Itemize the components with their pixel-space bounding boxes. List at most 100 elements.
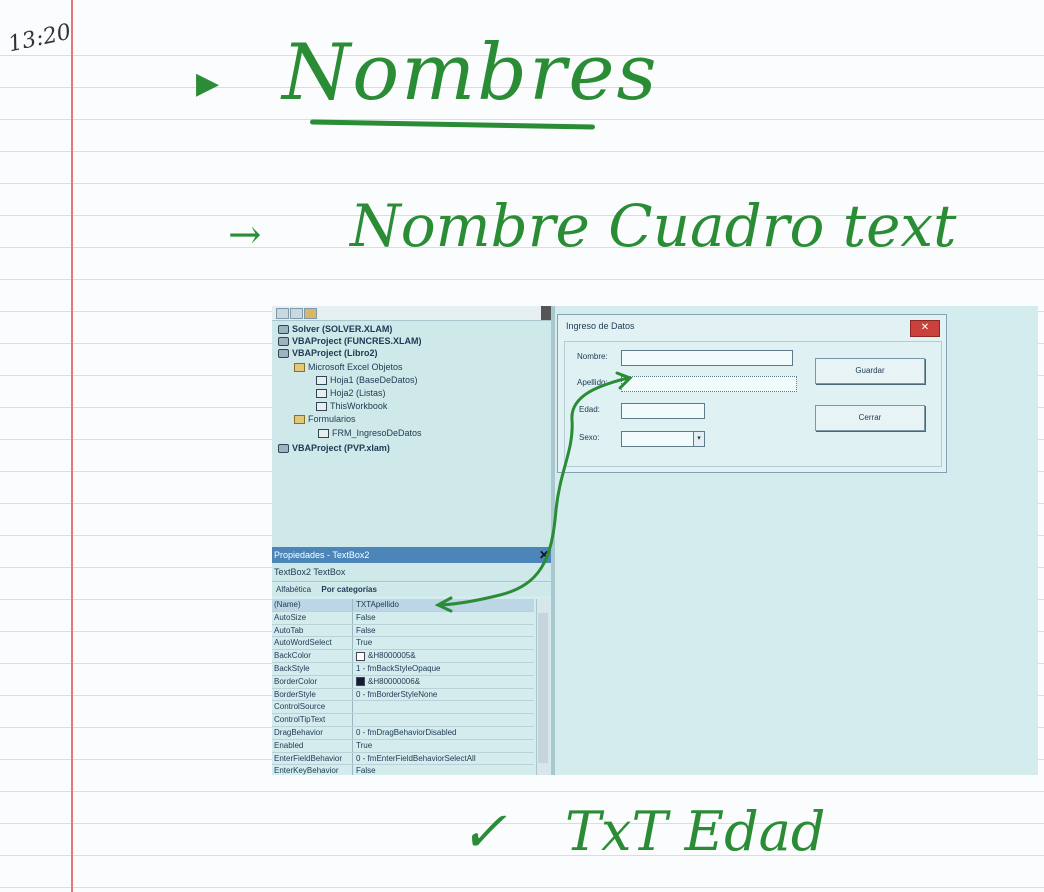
vba-icon [278, 325, 289, 335]
property-row[interactable]: ControlTipText [272, 714, 534, 727]
property-name: AutoSize [274, 612, 307, 622]
sheet-icon [316, 389, 327, 399]
tree-item[interactable]: ThisWorkbook [316, 401, 388, 412]
properties-tabs: Alfabética Por categorías [272, 583, 551, 596]
property-value: False [356, 612, 376, 622]
toggle-folders-icon[interactable] [304, 308, 317, 319]
property-name: DragBehavior [274, 727, 323, 737]
close-icon[interactable]: ✕ [538, 548, 549, 562]
tree-item[interactable]: Hoja1 (BaseDeDatos) [316, 375, 418, 386]
tab-categorized[interactable]: Por categorías [321, 585, 377, 594]
property-name: BorderStyle [274, 689, 316, 699]
guardar-button[interactable]: Guardar [815, 358, 925, 384]
scroll-thumb[interactable] [538, 613, 548, 763]
nombre-label: Nombre: [577, 352, 608, 361]
pane-divider[interactable] [551, 306, 555, 775]
properties-title: Propiedades - TextBox2 [274, 550, 370, 560]
property-name: EnterKeyBehavior [274, 766, 339, 775]
property-row[interactable]: BorderStyle 0 - fmBorderStyleNone [272, 688, 534, 702]
tree-item[interactable]: VBAProject (FUNCRES.XLAM) [278, 336, 422, 347]
property-row[interactable]: (Name)TXTApellido [272, 599, 534, 612]
property-name: ControlTipText [274, 715, 326, 725]
property-name: (Name) [274, 600, 301, 609]
tree-item[interactable]: Solver (SOLVER.XLAM) [278, 324, 393, 335]
apellido-textbox[interactable] [621, 376, 797, 392]
edad-textbox[interactable] [621, 403, 705, 419]
property-row[interactable]: BackColor&H8000005& [272, 650, 534, 663]
project-toolbar [272, 306, 551, 321]
property-row[interactable]: AutoTab False [272, 624, 534, 638]
close-icon[interactable]: ✕ [910, 320, 940, 337]
property-value: 0 - fmBorderStyleNone [356, 689, 438, 699]
tree-item[interactable]: Microsoft Excel Objetos [294, 362, 403, 373]
property-row[interactable]: ControlSource [272, 701, 534, 715]
note-bottom: TxT Edad [565, 800, 826, 863]
color-swatch [356, 651, 365, 661]
tree-item-label: Microsoft Excel Objetos [308, 362, 403, 372]
view-code-icon[interactable] [276, 308, 289, 319]
property-value: False [356, 625, 376, 635]
property-name: EnterFieldBehavior [274, 753, 343, 763]
form-body: Nombre: Apellido: Edad: Sexo: ▾ Guardar … [564, 341, 942, 467]
property-value: &H8000005& [356, 650, 416, 662]
tree-item-label: Solver (SOLVER.XLAM) [292, 324, 393, 334]
scrollbar[interactable] [541, 306, 551, 320]
property-value: True [356, 740, 373, 750]
sexo-combobox[interactable]: ▾ [621, 431, 705, 447]
tree-item-label: Hoja2 (Listas) [330, 388, 386, 398]
property-row[interactable]: AutoWordSelect True [272, 637, 534, 651]
property-row[interactable]: AutoSize False [272, 611, 534, 625]
property-value: 0 - fmDragBehaviorDisabled [356, 727, 457, 737]
tree-item-label: VBAProject (PVP.xlam) [292, 443, 390, 453]
tree-item[interactable]: Formularios [294, 414, 356, 425]
property-value: 1 - fmBackStyleOpaque [356, 663, 441, 673]
tree-item[interactable]: VBAProject (PVP.xlam) [278, 443, 390, 454]
color-code: &H80000006& [368, 676, 421, 686]
sexo-label: Sexo: [579, 433, 600, 442]
object-selector[interactable]: TextBox2 TextBox [272, 563, 551, 582]
tab-alphabetic[interactable]: Alfabética [276, 585, 312, 594]
dropdown-arrow-icon[interactable]: ▾ [693, 432, 704, 446]
property-value: True [356, 638, 373, 648]
property-name: BorderColor [274, 676, 318, 686]
property-row[interactable]: BorderColor&H80000006& [272, 675, 534, 689]
view-object-icon[interactable] [290, 308, 303, 319]
sheet-icon [316, 376, 327, 386]
property-row[interactable]: BackStyle 1 - fmBackStyleOpaque [272, 662, 534, 676]
property-name: ControlSource [274, 702, 326, 712]
tree-item-label: ThisWorkbook [330, 401, 388, 411]
property-row[interactable]: EnterFieldBehavior 0 - fmEnterFieldBehavi… [272, 752, 534, 766]
property-name: BackColor [274, 651, 311, 661]
userform-window: Ingreso de Datos ✕ Nombre: Apellido: Eda… [557, 314, 947, 473]
cerrar-button[interactable]: Cerrar [815, 405, 925, 431]
folder-icon [294, 415, 305, 425]
form-icon [318, 429, 329, 439]
tree-item[interactable]: FRM_IngresoDeDatos [318, 428, 422, 439]
properties-scrollbar[interactable] [536, 599, 550, 775]
note-title: Nombres [282, 28, 659, 118]
vba-editor-screenshot: Solver (SOLVER.XLAM) VBAProject (FUNCRES… [272, 306, 1038, 775]
tree-item[interactable]: Hoja2 (Listas) [316, 388, 386, 399]
note-subtitle: Nombre Cuadro text [350, 192, 957, 260]
folder-icon [294, 363, 305, 373]
tree-item-label: Hoja1 (BaseDeDatos) [330, 375, 418, 385]
property-name: AutoWordSelect [274, 638, 332, 648]
bullet-icon: ▶ [196, 66, 220, 101]
nombre-textbox[interactable] [621, 350, 793, 366]
color-swatch [356, 677, 365, 687]
property-row[interactable]: DragBehavior 0 - fmDragBehaviorDisabled [272, 726, 534, 740]
vba-icon [278, 349, 289, 359]
property-value: &H80000006& [356, 676, 420, 688]
tree-item-label: VBAProject (FUNCRES.XLAM) [292, 336, 422, 346]
property-name: AutoTab [274, 625, 304, 635]
margin-line [71, 0, 73, 892]
vba-icon [278, 444, 289, 454]
property-name: BackStyle [274, 663, 310, 673]
property-value: 0 - fmEnterFieldBehaviorSelectAll [356, 753, 476, 763]
tree-item[interactable]: VBAProject (Libro2) [278, 348, 378, 359]
form-title: Ingreso de Datos [566, 321, 635, 331]
apellido-label: Apellido: [577, 378, 608, 387]
